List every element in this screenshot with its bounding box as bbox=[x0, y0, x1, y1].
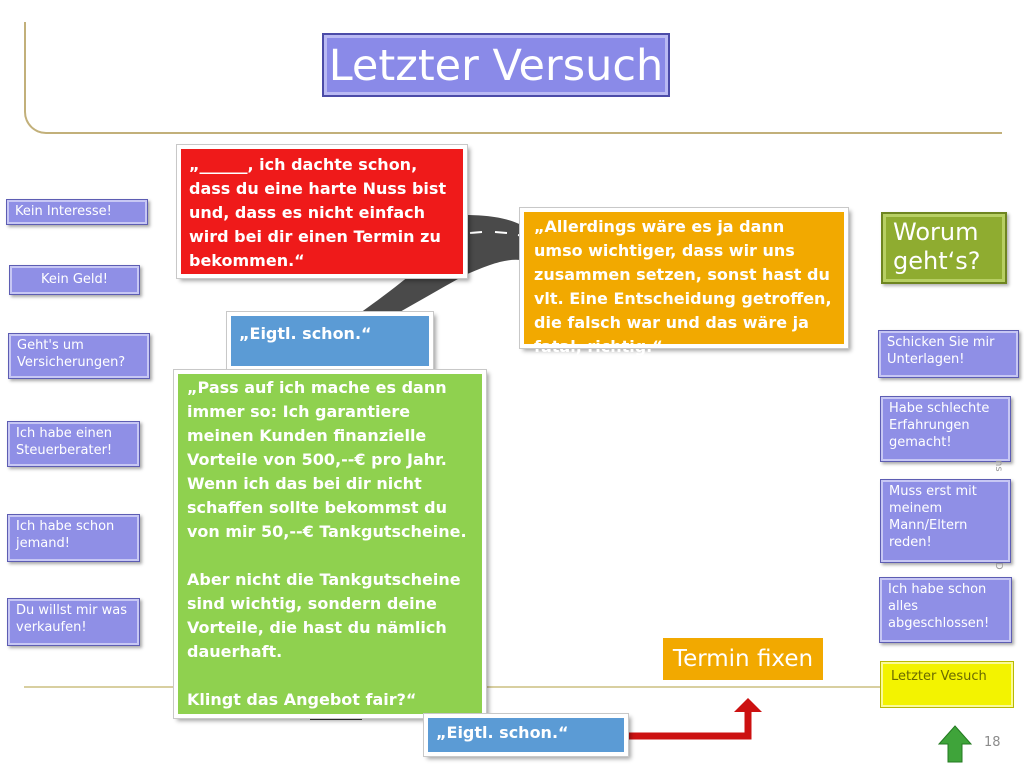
reply-card-bottom: „Eigtl. schon.“ bbox=[423, 713, 629, 757]
letzter-versuch-button[interactable]: Letzter Vesuch bbox=[880, 661, 1014, 708]
red-arrow-icon bbox=[628, 698, 762, 740]
worum-gehts-button[interactable]: Worum geht‘s? bbox=[881, 212, 1007, 284]
reply-text-top: „Eigtl. schon.“ bbox=[239, 324, 372, 343]
page-number: 18 bbox=[984, 735, 1001, 750]
offer-text-part3: Klingt das Angebot fair?“ bbox=[187, 690, 417, 709]
side-text-fragment: ns bbox=[993, 460, 1004, 472]
page-title: Letzter Versuch bbox=[322, 33, 670, 97]
offer-text-part1: „Pass auf ich mache es dann immer so: Ic… bbox=[187, 378, 467, 541]
frame-line-top bbox=[598, 132, 1002, 134]
argument-speech-card: „Allerdings wäre es ja dann umso wichtig… bbox=[519, 207, 849, 356]
home-arrow-icon[interactable] bbox=[937, 724, 973, 764]
unterlagen-button[interactable]: Schicken Sie mir Unterlagen! bbox=[878, 330, 1019, 378]
offer-speech-card: „Pass auf ich mache es dann immer so: Ic… bbox=[173, 369, 487, 719]
argument-speech-text: „Allerdings wäre es ja dann umso wichtig… bbox=[534, 217, 832, 356]
intro-speech-card: „______, ich dachte schon, dass du eine … bbox=[176, 144, 468, 279]
termin-fixen-button[interactable]: Termin fixen bbox=[663, 638, 823, 680]
abgeschlossen-button[interactable]: Ich habe schon alles abgeschlossen! bbox=[879, 577, 1012, 643]
verkaufen-button[interactable]: Du willst mir was verkaufen! bbox=[7, 598, 140, 646]
gehts-um-versicherungen-button[interactable]: Geht's um Versicherungen? bbox=[8, 333, 150, 379]
intro-speech-text: „______, ich dachte schon, dass du eine … bbox=[189, 155, 447, 270]
reply-card-top: „Eigtl. schon.“ bbox=[226, 311, 434, 371]
frame-line-bottom bbox=[24, 686, 1004, 688]
schon-jemand-button[interactable]: Ich habe schon jemand! bbox=[7, 514, 140, 562]
offer-text-part2: Aber nicht die Tankgutscheine sind wicht… bbox=[187, 570, 461, 661]
frame-curve bbox=[24, 22, 598, 134]
side-text-fragment-2: D bbox=[993, 562, 1004, 570]
schlechte-erfahrungen-button[interactable]: Habe schlechte Erfahrungen gemacht! bbox=[880, 396, 1011, 462]
mann-eltern-button[interactable]: Muss erst mit meinem Mann/Eltern reden! bbox=[880, 479, 1011, 563]
kein-interesse-button[interactable]: Kein Interesse! bbox=[6, 199, 148, 225]
steuerberater-button[interactable]: Ich habe einen Steuerberater! bbox=[7, 421, 140, 467]
reply-text-bottom: „Eigtl. schon.“ bbox=[436, 723, 569, 742]
kein-geld-button[interactable]: Kein Geld! bbox=[9, 265, 140, 295]
